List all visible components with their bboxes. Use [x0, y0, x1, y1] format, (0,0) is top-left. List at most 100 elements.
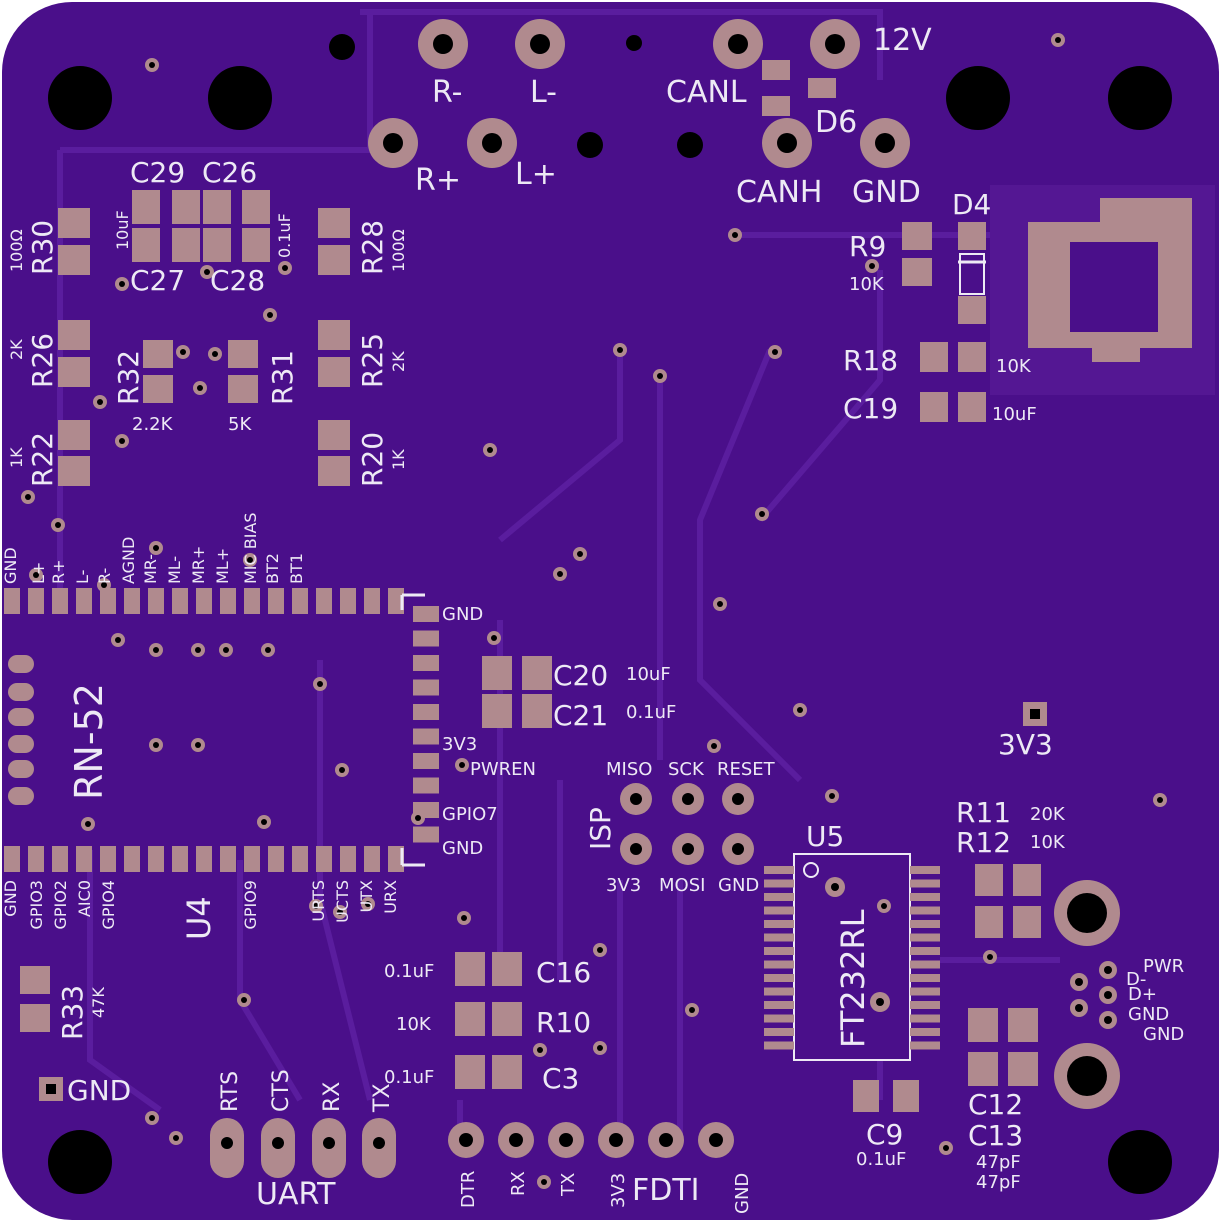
rn52-top-pad: [124, 588, 140, 614]
svg-text:U4: U4: [180, 896, 218, 940]
rn52-silk: [400, 593, 425, 867]
svg-text:R28: R28: [356, 220, 389, 275]
svg-text:10uF: 10uF: [992, 404, 1037, 425]
svg-text:D4: D4: [952, 188, 991, 221]
silk-top-connector: R- L- CANL 12V R+ L+ CANH GND D6: [415, 23, 932, 210]
svg-text:CTS: CTS: [269, 1069, 294, 1112]
via-hole: [711, 743, 717, 749]
uart-pads: [210, 1118, 396, 1178]
rn52-top-pad: [340, 588, 356, 614]
rn52-top-pin-label: ML-: [165, 556, 184, 584]
mount-hole-bl: [48, 1130, 112, 1194]
svg-text:U5: U5: [806, 820, 844, 853]
svg-text:10uF: 10uF: [626, 664, 671, 685]
ft232-pin: [910, 1014, 940, 1023]
ft232-pin: [764, 974, 794, 982]
svg-text:C21: C21: [553, 699, 608, 732]
via-hole: [365, 901, 371, 907]
mount-hole-tl: [48, 66, 112, 130]
ft232-pin: [910, 920, 940, 928]
via-hole: [337, 909, 343, 915]
via-hole: [212, 351, 218, 357]
rn52-top-pad: [100, 588, 116, 614]
silk-components: C29 C26 C27 C28 10uF 0.1uF R30 100Ω R28 …: [7, 156, 1066, 1193]
svg-text:3V3: 3V3: [998, 728, 1053, 761]
via-hole: [247, 557, 253, 563]
label-canl: CANL: [666, 75, 747, 110]
rn52-bottom-pin-label: UCTS: [333, 880, 352, 923]
svg-text:R11: R11: [956, 796, 1011, 829]
svg-text:47pF: 47pF: [976, 1172, 1021, 1193]
label-l-plus: L+: [515, 157, 557, 192]
svg-text:C13: C13: [968, 1119, 1023, 1152]
rn52-bottom-pad: [52, 846, 68, 872]
rn52-top-pin-label: L+: [29, 562, 48, 584]
svg-text:SCK: SCK: [668, 759, 705, 780]
svg-text:GND: GND: [67, 1074, 131, 1107]
rn52-right-pad: [413, 679, 439, 696]
rn52-top-pad: [316, 588, 332, 614]
ft232-pin: [910, 893, 940, 901]
via-hole: [597, 1045, 603, 1051]
svg-text:10K: 10K: [996, 356, 1032, 377]
svg-text:R22: R22: [26, 432, 59, 487]
svg-text:R31: R31: [266, 350, 299, 405]
vias: [21, 33, 1167, 1189]
svg-text:C16: C16: [536, 956, 591, 989]
svg-text:1K: 1K: [7, 447, 26, 468]
svg-text:0.1uF: 0.1uF: [275, 213, 294, 258]
svg-text:10K: 10K: [396, 1014, 432, 1035]
rn52-top-pad: [172, 588, 188, 614]
rn52-bottom-pin-label: GND: [1, 880, 20, 917]
svg-text:GND: GND: [718, 875, 759, 896]
svg-text:C27: C27: [130, 264, 185, 297]
via-hole: [180, 349, 186, 355]
via-hole: [153, 742, 159, 748]
ft232-pin: [910, 879, 940, 888]
svg-text:PWREN: PWREN: [470, 759, 536, 780]
rn52-right-pad: [413, 777, 439, 794]
rn52-bottom-pad: [292, 846, 308, 872]
ft232-pin: [764, 1041, 794, 1050]
rn52-bottom-pad: [316, 846, 332, 872]
d4-body: [959, 253, 985, 295]
rn52-top-pin-label: R-: [95, 568, 114, 584]
svg-text:GND: GND: [1143, 1024, 1184, 1045]
rn52-bottom-pin-label: GPIO4: [99, 880, 118, 930]
svg-text:D+: D+: [1128, 984, 1157, 1005]
svg-text:C20: C20: [553, 659, 608, 692]
rn52-right-pad: [413, 826, 439, 843]
via-hole: [541, 1179, 547, 1185]
rn52-bottom-pin-label: URX: [381, 880, 400, 914]
via-hole: [557, 571, 563, 577]
ft232-pin: [764, 1014, 794, 1023]
via-hole: [265, 647, 271, 653]
via-hole: [461, 915, 467, 921]
via-hole: [597, 947, 603, 953]
via-hole: [881, 903, 887, 909]
ft232-pin: [764, 906, 794, 915]
ft232-pin: [764, 879, 794, 888]
svg-text:ISP: ISP: [584, 807, 617, 850]
via-hole: [33, 572, 39, 578]
via-hole: [149, 62, 155, 68]
via-hole: [487, 447, 493, 453]
rn52-top-pad: [76, 588, 92, 614]
svg-text:0.1uF: 0.1uF: [626, 702, 676, 723]
via-hole: [717, 601, 723, 607]
rn52-bottom-pad: [268, 846, 284, 872]
small-hole-1: [329, 34, 355, 60]
via-hole: [339, 767, 345, 773]
rn52-right-pad: [413, 655, 439, 671]
svg-text:C26: C26: [202, 156, 257, 189]
rn52-bottom-pad: [364, 846, 380, 872]
rn52-top-pin-label: R+: [49, 559, 68, 584]
via-hole: [689, 1007, 695, 1013]
label-r-plus: R+: [415, 163, 461, 198]
usb-connector: [1054, 880, 1120, 1109]
via-hole: [459, 762, 465, 768]
svg-text:3V3: 3V3: [442, 734, 477, 755]
rn52-bottom-pin-label: GPIO9: [241, 880, 260, 930]
